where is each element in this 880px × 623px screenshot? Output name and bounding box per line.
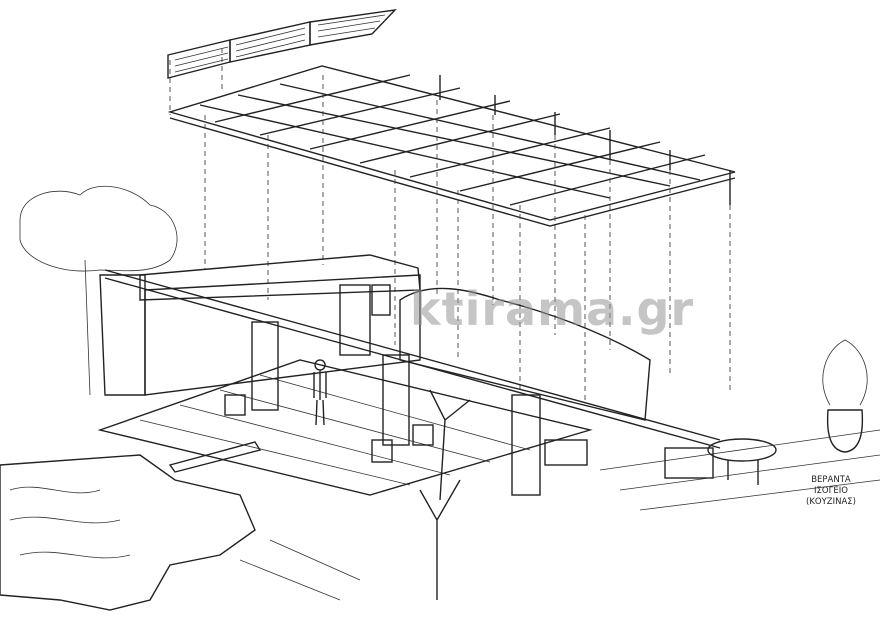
potted-plants: [224, 339, 868, 463]
annotation-line: ΒΕΡΑΝΤΑ: [811, 475, 851, 485]
pool: [0, 454, 256, 611]
area-annotation: ΒΕΡΑΝΤΑ ΙΣΟΓΕΙΟ (ΚΟΥΖΙΝΑΣ): [806, 475, 856, 508]
annotation-line: (ΚΟΥΖΙΝΑΣ): [806, 497, 856, 507]
foreground-trees: [419, 389, 471, 600]
assembly-guides: [169, 48, 731, 400]
pergola-frame: [167, 65, 736, 227]
paving: [239, 429, 880, 601]
patio-furniture: [544, 438, 777, 485]
annotation-line: ΙΣΟΓΕΙΟ: [814, 486, 848, 496]
hedge: [399, 287, 651, 421]
deck: [97, 359, 593, 496]
watermark: ktirama.gr: [410, 282, 695, 336]
person-figure: [313, 359, 327, 426]
shade-panels: [167, 9, 397, 79]
background-tree: [19, 185, 178, 396]
pergola-beam-and-pillars: [104, 269, 721, 496]
house: [99, 254, 421, 396]
